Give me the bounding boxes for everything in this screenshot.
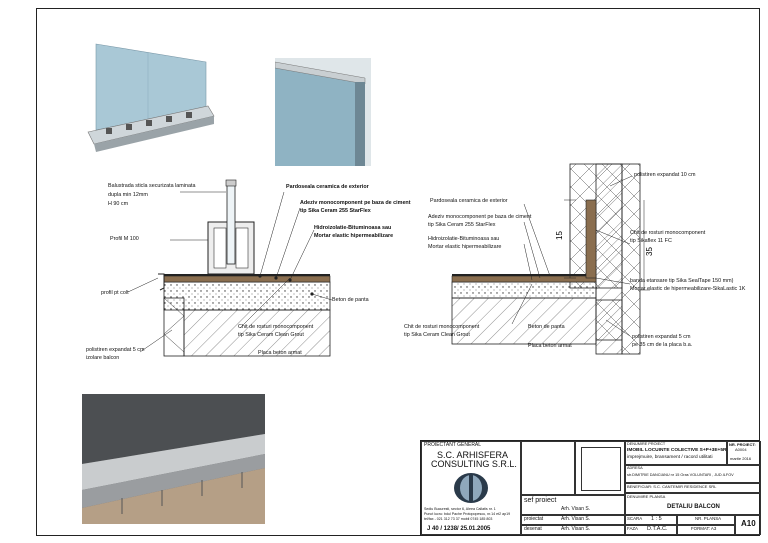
label-chit-left-2: tip Sika Ceram Clean Grout <box>238 332 304 338</box>
label-beton-panta-left: Beton de panta <box>332 297 369 303</box>
label-adeziv-right-1: Adeziv monocomponent pe baza de ciment <box>428 214 532 220</box>
label-chit-rost-right-2: tip Sikaflex 11 FC <box>630 238 672 244</box>
project-number-cell <box>727 441 761 465</box>
label-polistiren-left-1: polistiren expandat 5 cm <box>86 347 145 353</box>
plansa-name-cell <box>625 493 761 515</box>
scara-value: 1 : 5 <box>651 516 662 522</box>
faza-label: FAZA <box>627 526 638 531</box>
company-address-1: Sediu Bucuresti, sector 6, Aleea Callati… <box>424 507 496 511</box>
project-date: martie 2016 <box>730 456 752 461</box>
denumire-plansa-label: DENUMIRE PLANSA <box>627 494 666 499</box>
label-balustrada: Balustrada sticla securizata laminata <box>108 183 196 189</box>
title-block-company <box>421 441 521 535</box>
proiectat-label: proiectat <box>524 516 544 522</box>
label-pardoseala-right: Pardoseala ceramica de exterior <box>430 198 508 204</box>
dimension-15: 15 <box>555 231 564 240</box>
desenat-label: desenat <box>524 526 542 532</box>
faza-cell <box>625 525 677 535</box>
label-hidro-left-1: Hidroizolatie-Bituminoasa sau <box>314 225 392 231</box>
company-registry: J 40 / 1238/ 25.01.2005 <box>427 526 491 532</box>
label-banda-2: Mortar elastic de hipermeabilizare-SikaL… <box>630 286 746 292</box>
beneficiar-value: BENEFICIAR: S.C. CANTEMIR RESIDENCE SRL <box>627 484 717 489</box>
label-placa-right: Placa beton armat <box>528 343 572 349</box>
company-name-2: CONSULTING S.R.L. <box>431 459 517 469</box>
label-pardoseala-left: Pardoseala ceramica de exterior <box>286 184 369 190</box>
project-cell <box>625 441 727 465</box>
adresa-value: str.DIMITRIE DANCIANU nr 15 Oras VOLUNTA… <box>627 473 734 477</box>
label-polistiren-left-2: izolare balcon <box>86 355 120 361</box>
label-hidro-left-2: Mortar elastic hipermeabilizare <box>314 233 394 239</box>
label-chit-right-1: Chit de rosturi monocomponent <box>404 324 480 330</box>
dimension-35: 35 <box>645 247 654 256</box>
faza-value: D.T.A.C. <box>647 526 668 532</box>
blank-cell-1 <box>521 441 575 495</box>
label-hidro-right-2: Mortar elastic hipermeabilizare <box>428 244 502 250</box>
stamp-box <box>581 447 621 491</box>
format-value: FORMAT: A3 <box>691 526 717 531</box>
plansa-name: DETALIU BALCON <box>667 504 720 510</box>
label-adeziv-left-2: tip Sika Ceram 255 StarFlex <box>300 208 371 214</box>
label-polistiren-right-1: polistiren expandat 5 cm <box>632 334 691 340</box>
label-balustrada-3: H 90 cm <box>108 201 129 207</box>
profile-closeup-image <box>275 58 371 166</box>
proiectant-general-label: PROIECTANT GENERAL <box>424 442 482 448</box>
denumire-proiect-label: DENUMIRE PROIECT <box>627 442 666 446</box>
label-banda-1: banda etansare tip Sika SealTape 150 mm) <box>630 278 734 284</box>
sef-proiect-cell <box>521 495 625 515</box>
installed-profile-image <box>82 394 265 524</box>
label-chit-left-1: Chit de rosturi monocomponent <box>238 324 314 330</box>
label-polistiren-right-2: pe 35 cm de la placa b.a. <box>632 342 693 348</box>
project-name-1: IMOBIL LOCUINTE COLECTIVE S+P+3E+5R <box>627 448 727 453</box>
label-chit-right-2: tip Sika Ceram Clean Grout <box>404 332 470 338</box>
label-chit-rost-right-1: Chit de rosturi monocomponent <box>630 230 706 236</box>
company-name-1: S.C. ARHISFERA <box>437 450 509 460</box>
label-profil: Profil M 100 <box>110 236 139 242</box>
proiectat-cell <box>521 515 625 525</box>
left-balcony-section <box>127 179 333 357</box>
project-number-label: NR. PROIECT: <box>729 442 756 447</box>
proiectat-name: Arh. Visan S. <box>561 516 591 522</box>
project-number: A0004 <box>735 447 747 452</box>
label-adeziv-right-2: tip Sika Ceram 255 StarFlex <box>428 222 496 228</box>
company-logo <box>454 473 488 503</box>
sheet-frame <box>36 8 760 536</box>
label-profil-colt: profil pt colt <box>101 290 129 296</box>
stamp-cell <box>575 441 625 495</box>
nr-plansa-cell <box>735 515 761 535</box>
label-balustrada-2: dupla min 12mm <box>108 192 148 198</box>
label-placa-left: Placa beton armat <box>258 350 302 356</box>
address-cell <box>625 465 761 483</box>
title-block: PROIECTANT GENERAL S.C. ARHISFERA CONSUL… <box>420 440 761 536</box>
right-balcony-section: 15 35 <box>451 163 654 355</box>
format-cell <box>677 525 735 535</box>
company-address-2: Punct lucru: bdul Pache Protopopescu, nr… <box>424 512 511 516</box>
desenat-cell <box>521 525 625 535</box>
sef-proiect-name: Arh. Visan S. <box>561 506 591 512</box>
label-polistiren-top: polistiren expandat 10 cm <box>634 172 696 178</box>
nr-plansa-label-cell <box>677 515 735 525</box>
desenat-name: Arh. Visan S. <box>561 526 591 532</box>
adresa-label: ADRESA <box>627 466 643 470</box>
scara-cell <box>625 515 677 525</box>
label-beton-panta-right: Beton de panta <box>528 324 565 330</box>
label-hidro-right-1: Hidroizolatie-Bituminoasa sau <box>428 236 500 242</box>
company-phone: tel/fax - 021 312 73 37 mobil 0745 185 8… <box>424 517 493 521</box>
nr-plansa-label: NR. PLANSA <box>695 516 722 521</box>
scara-label: SCARA <box>627 516 643 521</box>
project-name-2: imprejmuire, bransament / racord utilita… <box>627 455 713 460</box>
label-adeziv-left-1: Adeziv monocomponent pe baza de ciment <box>300 200 411 206</box>
nr-plansa-value: A10 <box>741 519 756 528</box>
balustrade-render-image <box>78 20 224 160</box>
sef-proiect-label: sef proiect <box>524 497 557 504</box>
beneficiar-cell <box>625 483 761 493</box>
